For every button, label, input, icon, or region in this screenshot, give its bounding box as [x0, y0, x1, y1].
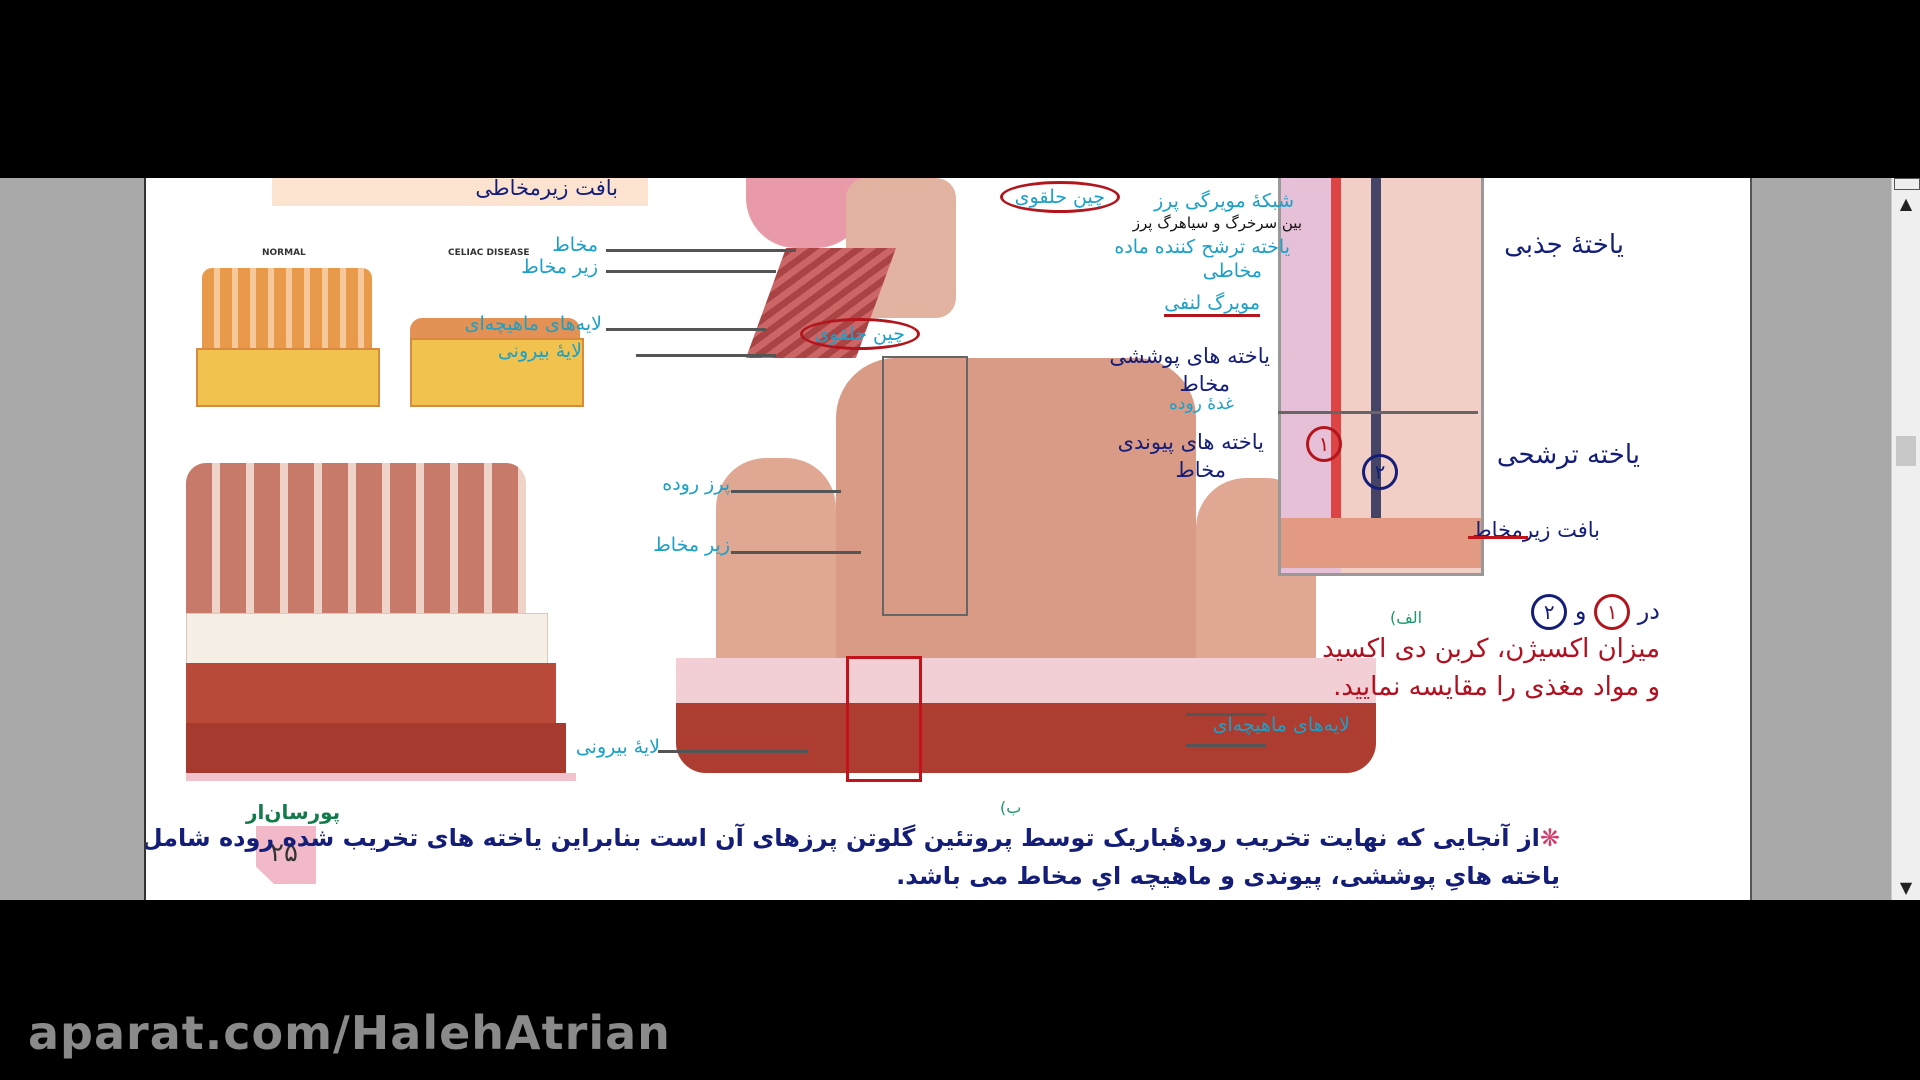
label-outer-layer: لایهٔ بیرونی — [497, 340, 582, 362]
footnote-line2: یاخته هایِ پوششی، پیوندی و ماهیچه ایِ مخ… — [896, 862, 1560, 890]
caption-b: ب) — [1000, 798, 1022, 817]
banner-text: بافت زیرمخاطی — [475, 178, 618, 200]
label-absorptive-cell: یاختهٔ جذبی — [1504, 230, 1624, 260]
star-icon: ❋ — [1539, 824, 1560, 852]
scroll-up-icon[interactable]: ▲ — [1899, 194, 1913, 213]
callout-box — [882, 356, 968, 616]
label-villus: پرز روده — [662, 473, 730, 495]
label-epithelial-2: مخاط — [1179, 372, 1230, 396]
video-watermark: aparat.com/HalehAtrian — [28, 1006, 671, 1060]
label-outer-layer-2: لایهٔ بیرونی — [575, 736, 660, 758]
page-number: ۲۵ — [270, 838, 298, 868]
footnote-line1: ❋از آنجایی که نهایت تخریب رودهٔباریک توس… — [144, 824, 1560, 852]
document-viewer: بافت زیرمخاطی NORMAL CELIAC DISEASE پورس… — [0, 178, 1920, 900]
caption-a: الف) — [1390, 608, 1423, 627]
question-num1: ۱ — [1594, 594, 1631, 630]
zoom-box — [846, 656, 922, 782]
label-capillary-note: بین سرخرگ و سیاهرگ پرز — [1132, 214, 1302, 232]
label-mucus-cell-2: مخاطی — [1202, 260, 1262, 282]
question-line1: میزان اکسیژن، کربن دی اکسید — [1322, 634, 1660, 664]
villi-cross-section — [186, 463, 576, 788]
label-secretory-cell: یاخته ترشحی — [1496, 440, 1640, 470]
label-submucosa-2: زیر مخاط — [653, 534, 730, 556]
question-line2: و مواد مغذی را مقایسه نمایید. — [1333, 672, 1660, 702]
celiac-title: CELIAC DISEASE — [448, 248, 530, 258]
document-page: بافت زیرمخاطی NORMAL CELIAC DISEASE پورس… — [144, 178, 1752, 900]
label-connective-1: یاخته های پیوندی — [1117, 430, 1264, 454]
top-banner: بافت زیرمخاطی — [272, 178, 648, 206]
intestine-tube-illustration — [745, 178, 956, 368]
label-capillary-network: شبکهٔ مویرگی پرز — [1153, 190, 1294, 212]
label-muscle-layers: لایه‌های ماهیچه‌ای — [464, 313, 602, 335]
celiac-villi-diagram: CELIAC DISEASE — [396, 248, 596, 418]
normal-villi-diagram: NORMAL — [182, 248, 392, 418]
footnote-text-1: از آنجایی که نهایت تخریب رودهٔباریک توسط… — [144, 824, 1540, 852]
question-prefix: در — [1637, 597, 1660, 625]
question-markers: در ۱ و ۲ — [1531, 594, 1660, 630]
main-villi-illustration — [676, 358, 1396, 778]
label-submucosa: زیر مخاط — [521, 256, 598, 278]
label-mucus-cell-1: یاخته ترشح کننده ماده — [1114, 236, 1290, 258]
label-mucosa: مخاط — [552, 234, 598, 256]
marker-1: ۱ — [1306, 426, 1342, 462]
label-circular-fold-mid: چین حلقوی — [799, 318, 920, 350]
label-epithelial-1: یاخته های پوششی — [1109, 344, 1270, 368]
label-circular-fold-top: چین حلقوی — [999, 181, 1120, 213]
label-muscle-layers-2: لایه‌های ماهیچه‌ای — [1212, 714, 1350, 736]
publisher-logo: پورسان‌ار — [246, 800, 341, 824]
question-num2: ۲ — [1531, 594, 1568, 630]
villus-detail-illustration — [1278, 178, 1484, 576]
label-intestinal-gland: غدهٔ روده — [1168, 394, 1234, 414]
marker-2: ۲ — [1362, 454, 1398, 490]
page-number-tab: ۲۵ — [256, 826, 316, 884]
label-connective-2: مخاط — [1175, 458, 1226, 482]
vertical-scrollbar[interactable]: ▲ ▼ — [1891, 178, 1920, 900]
scroll-down-icon[interactable]: ▼ — [1899, 878, 1913, 897]
question-and: و — [1574, 597, 1587, 625]
scroll-thumb[interactable] — [1896, 436, 1916, 466]
label-lymph-capillary: مویرگ لنفی — [1164, 292, 1260, 317]
normal-title: NORMAL — [262, 248, 306, 258]
